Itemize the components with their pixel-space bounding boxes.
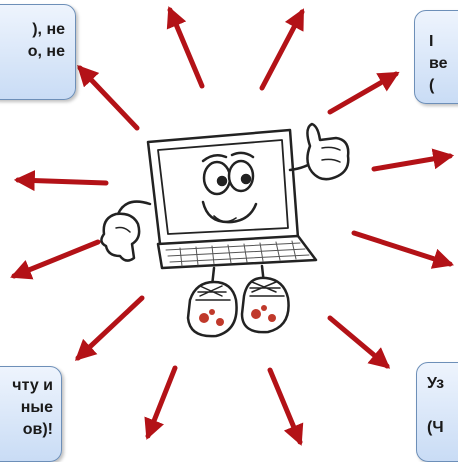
callout-bottom-right-line-1: Уз [427,373,458,395]
left-arm [118,202,150,214]
callout-top-left-line-2: о, не [0,41,65,63]
callout-top-left: ), не о, не [0,4,76,100]
right-shoe [242,278,289,332]
callout-bottom-left-line-1: чту и [0,375,53,397]
callout-top-right-line-1: I [429,31,458,53]
callout-top-left-line-1: ), не [0,19,65,41]
callout-bottom-left-line-2: ные [0,397,53,419]
arrow-right [374,156,450,169]
arrow-right-down [354,233,450,264]
arrow-down-left [148,368,175,436]
callout-top-right: I ве ( [414,10,458,104]
arrow-down [270,370,300,442]
left-pupil [218,177,226,185]
callout-bottom-left: чту и ные ов)! [0,366,62,462]
arrow-up-left [80,68,137,128]
callout-bottom-left-line-3: ов)! [0,419,53,441]
callout-bottom-right-line-2 [427,395,458,417]
arrow-down-right [330,318,387,366]
arrow-left-down [14,242,98,276]
left-glove [101,214,139,261]
arrow-up-right [262,12,302,88]
callout-top-right-line-2: ве [429,53,458,75]
arrow-up [170,10,202,86]
callout-bottom-right: Уз (Ч [416,362,458,462]
left-shoe [188,282,237,336]
right-pupil [242,175,250,183]
callout-bottom-right-line-3: (Ч [427,417,458,439]
arrow-right-up [330,74,396,112]
callout-top-right-line-3: ( [429,75,458,97]
pointing-hand-icon [307,124,348,179]
arrow-left [18,180,106,183]
arrow-left-down-low [78,298,142,358]
